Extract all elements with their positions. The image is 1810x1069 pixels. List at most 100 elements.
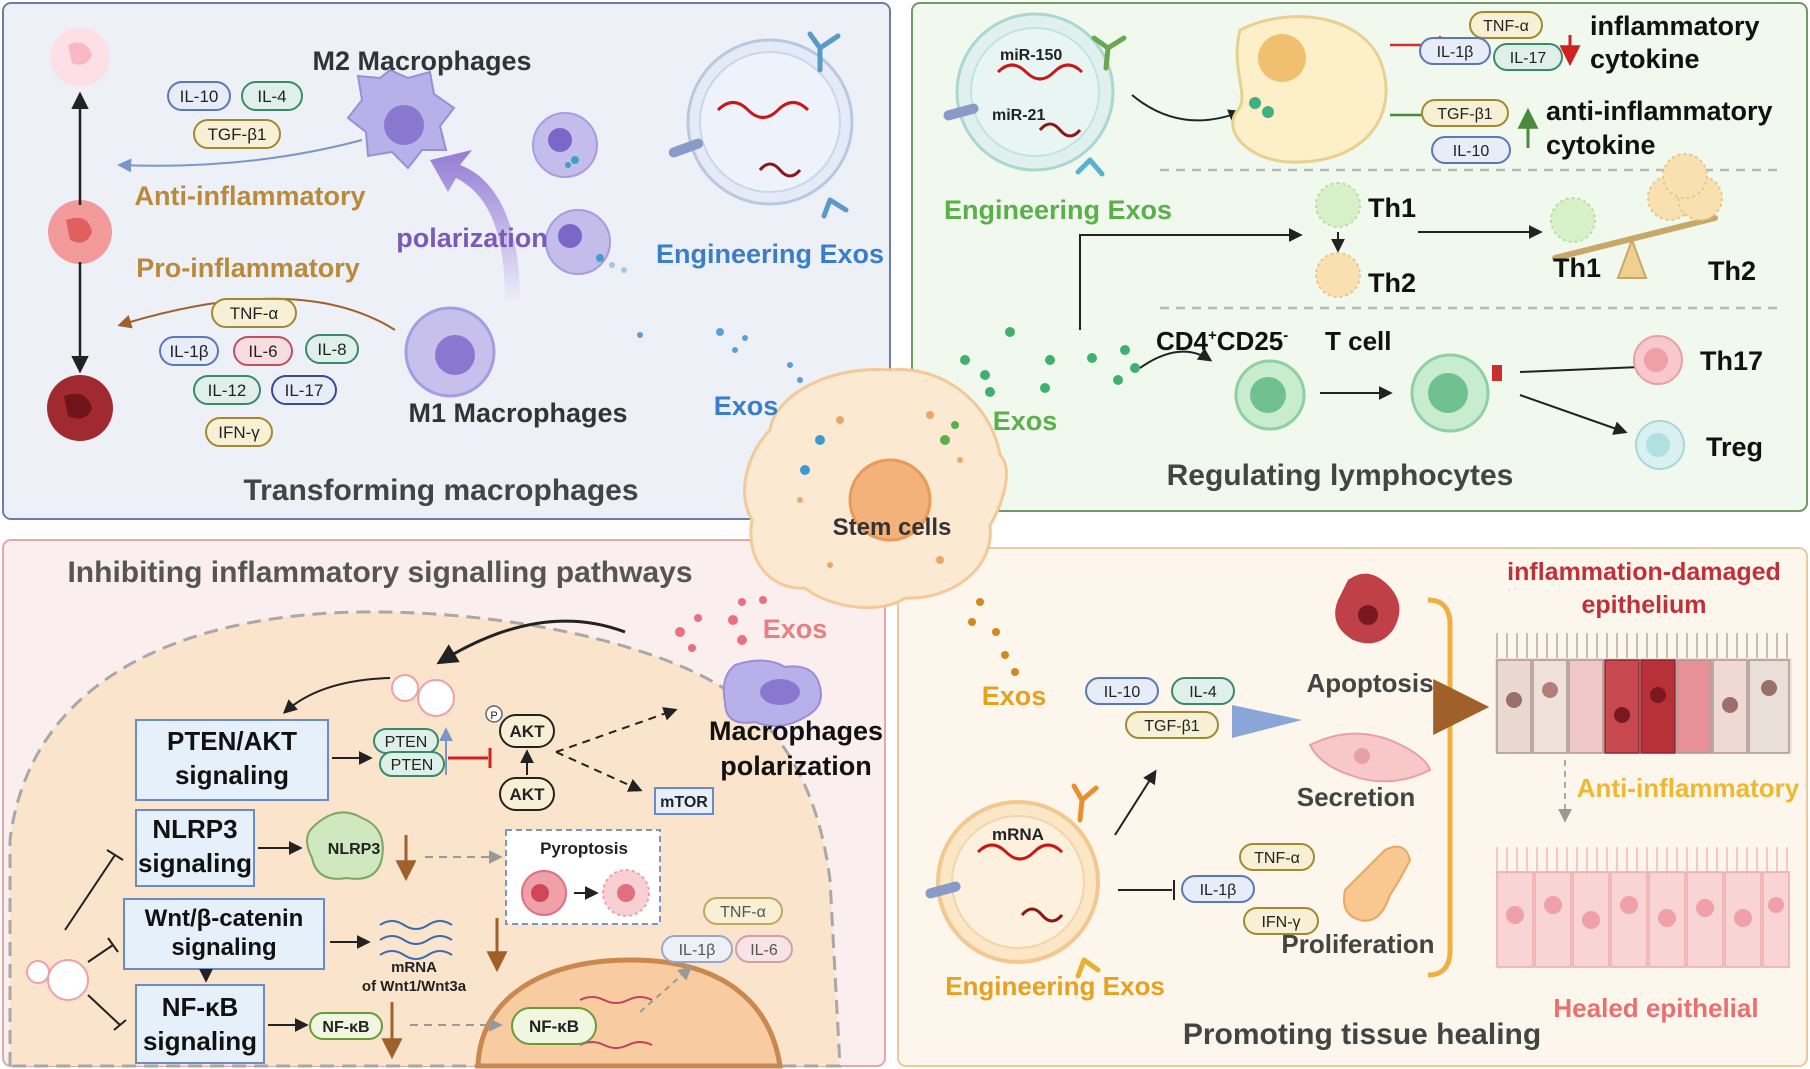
- cytokine-pill: IL-6: [248, 342, 277, 361]
- healing-labels: Exos IL-10 IL-4 TGF-β1 TNF-α IL-1β IFN-γ…: [945, 558, 1800, 1051]
- th2-label: Th2: [1368, 268, 1416, 298]
- anti-inflammatory-cytokine-line2: cytokine: [1546, 130, 1656, 160]
- pathway-nfkb-line1: NF-κB: [162, 992, 239, 1022]
- secretion-label: Secretion: [1297, 782, 1416, 812]
- polarization-arrow: [430, 150, 520, 300]
- pathway-box: [135, 719, 329, 801]
- pyroptosis-label: Pyroptosis: [540, 839, 628, 858]
- cytokine-pill: IL-1β: [169, 342, 208, 361]
- cytokine-pill: IFN-γ: [1261, 914, 1300, 931]
- signalling-graphics: [8, 596, 842, 1069]
- cytokine-pill: IL-6: [750, 942, 778, 959]
- cytokine-pill: TNF-α: [1483, 18, 1529, 35]
- damaged-epithelium-icon: [1495, 633, 1792, 754]
- inflammatory-cytokine-line2: cytokine: [1590, 44, 1700, 74]
- anti-inflammatory-cytokine-line1: anti-inflammatory: [1546, 96, 1773, 126]
- panel-lymphocytes: [911, 2, 1808, 512]
- mrna-label: mRNA: [992, 825, 1044, 844]
- panel-title-signalling: Inhibiting inflammatory signalling pathw…: [67, 556, 692, 589]
- phospho-label: P: [490, 710, 497, 722]
- healed-epithelium-icon: [1496, 847, 1790, 968]
- apoptosis-label: Apoptosis: [1306, 668, 1433, 698]
- exos-label: Exos: [993, 406, 1058, 436]
- th1-cell-icon: [1315, 182, 1361, 228]
- nlrp3-icon: [306, 811, 384, 880]
- t-cell-label: T cell: [1325, 326, 1391, 356]
- pten-pill: PTEN: [385, 734, 428, 751]
- cytokine-pill: TNF-α: [230, 304, 279, 323]
- mir21-label: miR-21: [992, 107, 1045, 124]
- m1-macrophages-label: M1 Macrophages: [408, 398, 627, 428]
- exos-label: Exos: [763, 614, 828, 644]
- proliferation-label: Proliferation: [1281, 929, 1434, 959]
- akt-pill: AKT: [510, 722, 546, 741]
- stem-cell-icon: [743, 367, 1008, 610]
- treg-label: Treg: [1706, 432, 1763, 462]
- cytokine-pill: IL-17: [285, 381, 324, 400]
- pathway-box: [135, 809, 255, 887]
- mrna-line2: of Wnt1/Wnt3a: [362, 978, 467, 995]
- panel-title-lymphocytes: Regulating lymphocytes: [1167, 459, 1514, 492]
- proliferation-icon: [1343, 845, 1412, 922]
- m1-cytokines: TNF-α IL-1β IL-6 IL-8 IL-12 IL-17 IFN-γ: [159, 298, 359, 447]
- cytokine-pill: IL-4: [1189, 684, 1217, 701]
- mtor-box: mTOR: [660, 794, 708, 811]
- healed-label: Healed epithelial: [1553, 993, 1758, 1023]
- anti-inflammatory-label: Anti-inflammatory: [1577, 773, 1800, 803]
- pathway-wnt-line2: signaling: [171, 934, 276, 961]
- cytokine-pill: IFN-γ: [218, 423, 260, 442]
- cytokine-pill: IL-8: [317, 340, 346, 359]
- pro-inflammatory-label: Pro-inflammatory: [136, 253, 360, 283]
- pathway-nfkb-line2: signaling: [143, 1026, 257, 1056]
- pathway-box: [123, 898, 325, 970]
- cytokine-pill: IL-1β: [679, 942, 716, 959]
- signalling-labels: Inhibiting inflammatory signalling pathw…: [67, 556, 883, 1056]
- stem-cells-label: Stem cells: [833, 514, 952, 541]
- cytokine-pill: IL-10: [1104, 684, 1141, 701]
- balance-icon: [1550, 153, 1723, 279]
- mir150-label: miR-150: [1000, 47, 1062, 64]
- polarization-label: polarization: [396, 223, 548, 253]
- cd4-cd25-label: CD4+CD25-: [1156, 326, 1288, 356]
- pathway-pten-akt-line2: signaling: [175, 760, 289, 790]
- cytokine-pill: IL-17: [1510, 50, 1547, 67]
- lymph-down-cytokines: TNF-α IL-1β IL-17: [1419, 11, 1563, 71]
- cytokine-pill: IL-1β: [1437, 44, 1474, 61]
- cytokine-pill: IL-1β: [1200, 882, 1237, 899]
- th17-label: Th17: [1700, 346, 1763, 376]
- th2-cell-icon: [1315, 252, 1361, 298]
- exos-label: Exos: [982, 681, 1047, 711]
- balance-th2-label: Th2: [1708, 256, 1756, 286]
- nlrp3-label: NLRP3: [328, 841, 381, 858]
- triangle-arrow: [1232, 705, 1302, 738]
- cytokine-pill: IL-10: [180, 87, 219, 106]
- inflammatory-cytokine-line1: inflammatory: [1590, 11, 1760, 41]
- target-cell-icon: [1231, 15, 1388, 164]
- engineering-exos-label: Engineering Exos: [944, 195, 1172, 225]
- pathway-wnt-line1: Wnt/β-catenin: [145, 905, 304, 932]
- macro-pol-line1: Macrophages: [709, 716, 883, 746]
- akt-pill: AKT: [510, 785, 546, 804]
- cytokine-pill: TGF-β1: [1144, 718, 1200, 735]
- secretion-icon: [1308, 732, 1432, 783]
- engineering-exos-label: Engineering Exos: [656, 239, 884, 269]
- cytokine-pill: IL-12: [208, 381, 247, 400]
- m2-macrophages-label: M2 Macrophages: [312, 46, 531, 76]
- mrna-line1: mRNA: [391, 959, 437, 976]
- m2-cytokines: IL-10 IL-4 TGF-β1: [167, 81, 303, 149]
- lymphocyte-graphics: [943, 12, 1780, 470]
- anti-inflammatory-label: Anti-inflammatory: [134, 181, 365, 211]
- engineering-exos-label: Engineering Exos: [945, 971, 1165, 1001]
- macro-pol-line2: polarization: [720, 751, 872, 781]
- balance-th1-label: Th1: [1553, 253, 1601, 283]
- healing-graphics: [925, 573, 1792, 979]
- pathway-pten-akt-line1: PTEN/AKT: [167, 726, 297, 756]
- cytokine-pill: TGF-β1: [208, 125, 267, 144]
- nfkb-pill: NF-κB: [529, 1017, 579, 1036]
- nfkb-pill: NF-κB: [322, 1019, 369, 1036]
- pathway-nlrp3-line2: signaling: [138, 848, 252, 878]
- panel-title-macrophages: Transforming macrophages: [243, 474, 638, 507]
- cytokine-pill: IL-4: [257, 87, 286, 106]
- pathway-box: [135, 984, 265, 1064]
- cytokine-pill: TNF-α: [720, 904, 766, 921]
